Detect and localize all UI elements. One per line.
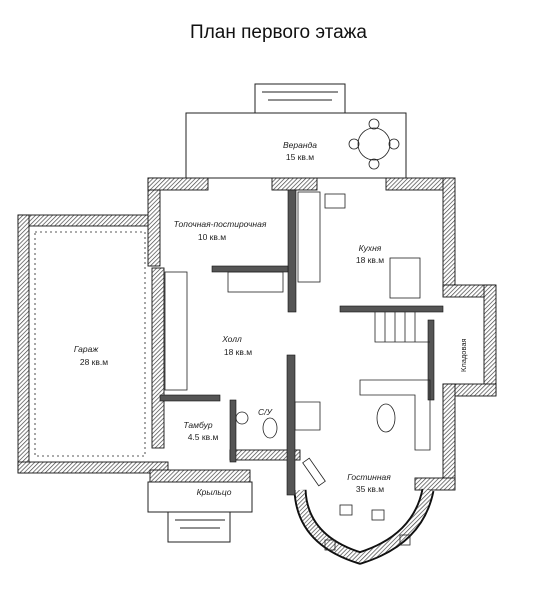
wall-vestibule-top: [159, 394, 221, 402]
boiler-name: Топочная-постирочная: [174, 219, 267, 229]
right-bay-side: [483, 284, 497, 396]
toilet: [262, 417, 278, 439]
vestibule-name: Тамбур: [183, 420, 212, 430]
room-labels: Веранда 15 кв.м Топочная-постирочная 10 …: [74, 140, 468, 497]
furniture: [34, 118, 431, 551]
kitchen-counter: [297, 191, 321, 283]
wall-boiler-kitchen: [287, 189, 297, 313]
garage-wall-top: [17, 214, 159, 227]
porch-outline: [147, 481, 253, 543]
garage-wall-left: [17, 214, 30, 474]
veranda-name: Веранда: [283, 140, 317, 150]
kitchen-area: 18 кв.м: [356, 255, 384, 265]
page-title: План первого этажа: [190, 22, 367, 43]
sofa: [359, 379, 431, 451]
coffee-table: [376, 403, 396, 433]
veranda-area: 15 кв.м: [286, 152, 314, 162]
left-wall-upper: [147, 177, 161, 267]
boiler-area: 10 кв.м: [198, 232, 226, 242]
hall-closet: [164, 271, 188, 391]
hall-name: Холл: [221, 334, 242, 344]
interior-walls: [159, 189, 444, 496]
left-wall-lower: [151, 267, 165, 449]
bottom-wall-right: [414, 477, 456, 491]
fireplace: [294, 401, 321, 431]
kitchen-sink: [324, 193, 346, 209]
stairs: [374, 312, 430, 343]
top-wall-mid: [271, 177, 318, 191]
veranda-outline: [185, 83, 407, 179]
living-area: 35 кв.м: [356, 484, 384, 494]
garage-area: 28 кв.м: [80, 357, 108, 367]
living-name: Гостинная: [347, 472, 391, 482]
porch-name: Крыльцо: [197, 487, 232, 497]
hall-area: 18 кв.м: [224, 347, 252, 357]
wc-sink: [235, 411, 249, 425]
wall-pantry: [427, 319, 435, 401]
right-wall-lower: [442, 383, 456, 485]
kitchen-name: Кухня: [359, 243, 382, 253]
pantry-name: Кладовая: [459, 338, 468, 372]
vestibule-area: 4.5 кв.м: [188, 432, 219, 442]
wall-boiler-bottom: [211, 265, 289, 273]
exterior-walls: [17, 177, 497, 491]
top-wall-left: [147, 177, 209, 191]
wall-hall-living: [286, 354, 296, 496]
wall-wc: [229, 399, 237, 463]
wc-name: С/У: [258, 407, 274, 417]
bottom-wall-left: [149, 469, 251, 483]
veranda-table: [357, 127, 391, 161]
tv-stand: [302, 457, 326, 487]
kitchen-table: [389, 257, 421, 299]
garage-wall-bottom: [17, 461, 169, 474]
right-wall-upper: [442, 177, 456, 291]
wall-kitchen-bottom: [339, 305, 444, 313]
garage-name: Гараж: [74, 344, 100, 354]
